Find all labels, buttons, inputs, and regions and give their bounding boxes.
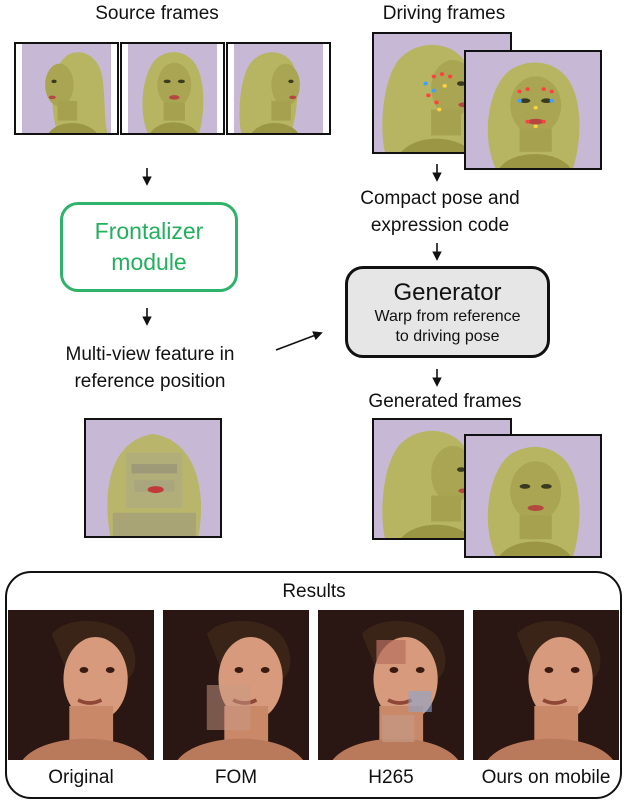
frontalizer-module: Frontalizer module <box>60 202 238 292</box>
generator-subtitle-line2: to driving pose <box>395 328 500 345</box>
result-image-h265 <box>318 610 464 760</box>
driving-frame-2 <box>464 50 602 170</box>
generator-box: Generator Warp from reference to driving… <box>345 266 550 358</box>
pose-code-label-line1: Compact pose and <box>360 188 520 209</box>
multiview-label-line2: reference position <box>74 371 226 392</box>
pose-code-label-line2: expression code <box>370 215 510 236</box>
generated-frame-2 <box>464 434 602 558</box>
caption-h265: H265 <box>368 767 414 788</box>
results-panel <box>5 571 622 799</box>
frontalizer-line2: module <box>111 249 187 275</box>
results-title: Results <box>282 581 346 602</box>
frontalizer-line1: Frontalizer <box>94 218 204 244</box>
source-frame-3 <box>226 42 331 135</box>
multiview-label-line1: Multi-view feature in <box>65 344 235 365</box>
source-frames-label: Source frames <box>95 3 219 24</box>
caption-fom: FOM <box>214 767 258 788</box>
result-image-original <box>8 610 154 760</box>
source-frame-2 <box>120 42 225 135</box>
result-image-fom <box>163 610 309 760</box>
generator-title: Generator <box>393 279 502 306</box>
source-frame-1 <box>14 42 119 135</box>
generated-frames-label: Generated frames <box>368 391 522 412</box>
caption-ours-on-mobile: Ours on mobile <box>481 767 611 788</box>
arrow-multiview-to-generator <box>275 331 323 351</box>
result-image-ours <box>473 610 619 760</box>
caption-original: Original <box>48 767 114 788</box>
multiview-feature-image <box>84 418 222 538</box>
generator-subtitle-line1: Warp from reference <box>374 308 521 325</box>
driving-frames-label: Driving frames <box>382 3 506 24</box>
